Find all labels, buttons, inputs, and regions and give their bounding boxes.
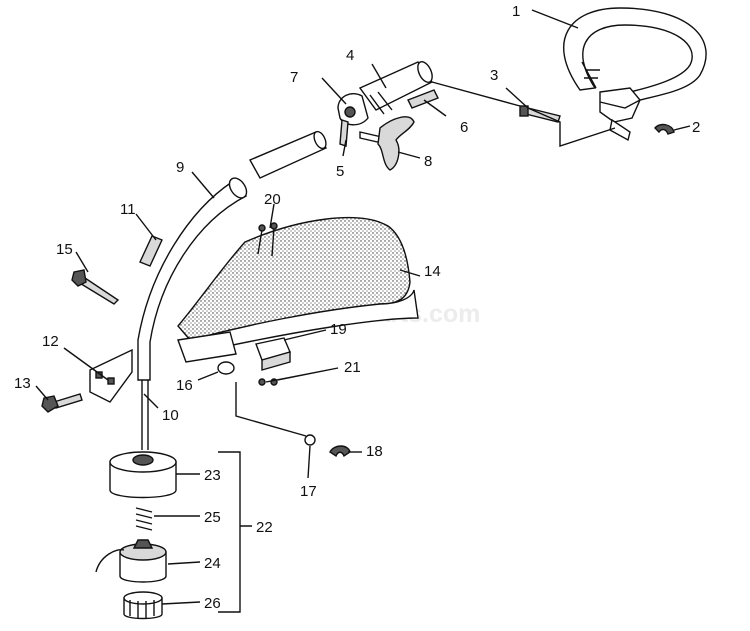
part-14-guard bbox=[177, 217, 419, 353]
callout-18: 18 bbox=[366, 443, 383, 460]
part-9-curved-shaft bbox=[137, 177, 248, 381]
callout-22: 22 bbox=[256, 519, 273, 536]
callout-20: 20 bbox=[264, 191, 281, 208]
callout-21: 21 bbox=[344, 359, 361, 376]
part-13-bolt bbox=[41, 393, 83, 413]
callout-8: 8 bbox=[424, 153, 432, 170]
callout-7: 7 bbox=[290, 69, 298, 86]
callout-26: 26 bbox=[204, 595, 221, 612]
part-6-strip bbox=[407, 89, 439, 109]
callout-13: 13 bbox=[14, 375, 31, 392]
part-25-spring bbox=[135, 507, 153, 531]
callout-24: 24 bbox=[204, 555, 221, 572]
part-1-loop-handle bbox=[563, 7, 707, 142]
callout-2: 2 bbox=[692, 119, 700, 136]
callout-15: 15 bbox=[56, 241, 73, 258]
part-23-housing bbox=[109, 451, 177, 499]
part-4-tube bbox=[358, 61, 434, 115]
part-7-clamp bbox=[337, 92, 369, 126]
callout-12: 12 bbox=[42, 333, 59, 350]
leader-lines bbox=[35, 9, 691, 613]
part-26-knob bbox=[123, 591, 163, 620]
part-17-washer bbox=[304, 434, 316, 446]
callout-11: 11 bbox=[120, 201, 136, 218]
callout-23: 23 bbox=[204, 467, 221, 484]
part-12-bracket bbox=[89, 348, 133, 403]
part-11-sleeve bbox=[139, 235, 163, 267]
callout-3: 3 bbox=[490, 67, 498, 84]
upper-shaft-segment bbox=[249, 131, 328, 179]
callout-16: 16 bbox=[176, 377, 193, 394]
part-21-screws bbox=[258, 378, 278, 386]
part-18-clip bbox=[329, 445, 351, 458]
lower-clamp bbox=[177, 331, 237, 363]
callout-9: 9 bbox=[176, 159, 184, 176]
part-5-bolt bbox=[339, 119, 349, 147]
callout-1: 1 bbox=[512, 3, 520, 20]
callout-10: 10 bbox=[162, 407, 179, 424]
part-15-long-bolt bbox=[71, 269, 120, 305]
callout-6: 6 bbox=[460, 119, 468, 136]
callout-5: 5 bbox=[336, 163, 344, 180]
part-8-knob bbox=[359, 116, 415, 171]
part-24-spool bbox=[95, 539, 167, 583]
part-20-screws bbox=[257, 222, 278, 257]
callout-25: 25 bbox=[204, 509, 221, 526]
part-19-block bbox=[255, 337, 291, 371]
part-2-clip bbox=[654, 123, 675, 135]
callout-4: 4 bbox=[346, 47, 354, 64]
callout-14: 14 bbox=[424, 263, 441, 280]
part-16-washer bbox=[217, 361, 235, 375]
part-10-shaft bbox=[141, 380, 149, 450]
callout-17: 17 bbox=[300, 483, 317, 500]
callout-19: 19 bbox=[330, 321, 347, 338]
